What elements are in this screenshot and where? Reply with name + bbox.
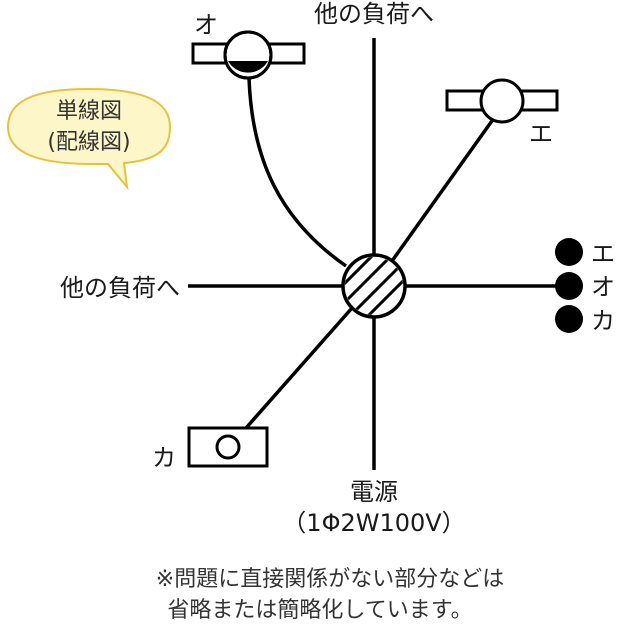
left-load-label: 他の負荷へ	[60, 274, 180, 302]
power-title: 電源	[350, 478, 398, 506]
switch-ka-label: カ	[591, 307, 615, 335]
lamp-o	[191, 30, 306, 80]
outlet-ka-label: カ	[152, 444, 176, 472]
switch-e-label: エ	[591, 240, 615, 268]
switch-e	[555, 238, 583, 266]
bubble-line-1: 単線図	[56, 99, 122, 124]
bubble-line-2: (配線図)	[47, 130, 130, 155]
outlet-ka	[187, 426, 269, 468]
diagram-type-bubble: 単線図 (配線図)	[6, 87, 172, 191]
bubble-shape	[6, 87, 172, 191]
lamp-e-label: エ	[529, 120, 553, 148]
wire-to-lamp-o	[247, 77, 348, 268]
wire-to-outlet-ka	[244, 306, 354, 430]
lamp-e	[445, 78, 559, 124]
switch-o-label: オ	[591, 273, 615, 301]
switch-group	[555, 238, 583, 333]
junction-box	[341, 253, 407, 319]
wire-to-lamp-e	[390, 116, 496, 263]
note-line-2: 省略または簡略化しています。	[167, 598, 472, 623]
switch-ka	[555, 305, 583, 333]
note-line-1: ※問題に直接関係がない部分などは	[156, 567, 504, 592]
power-spec: （1Φ2W100V）	[282, 509, 465, 537]
top-load-label: 他の負荷へ	[314, 0, 434, 28]
lamp-o-label: オ	[194, 11, 218, 39]
switch-o	[555, 272, 583, 300]
